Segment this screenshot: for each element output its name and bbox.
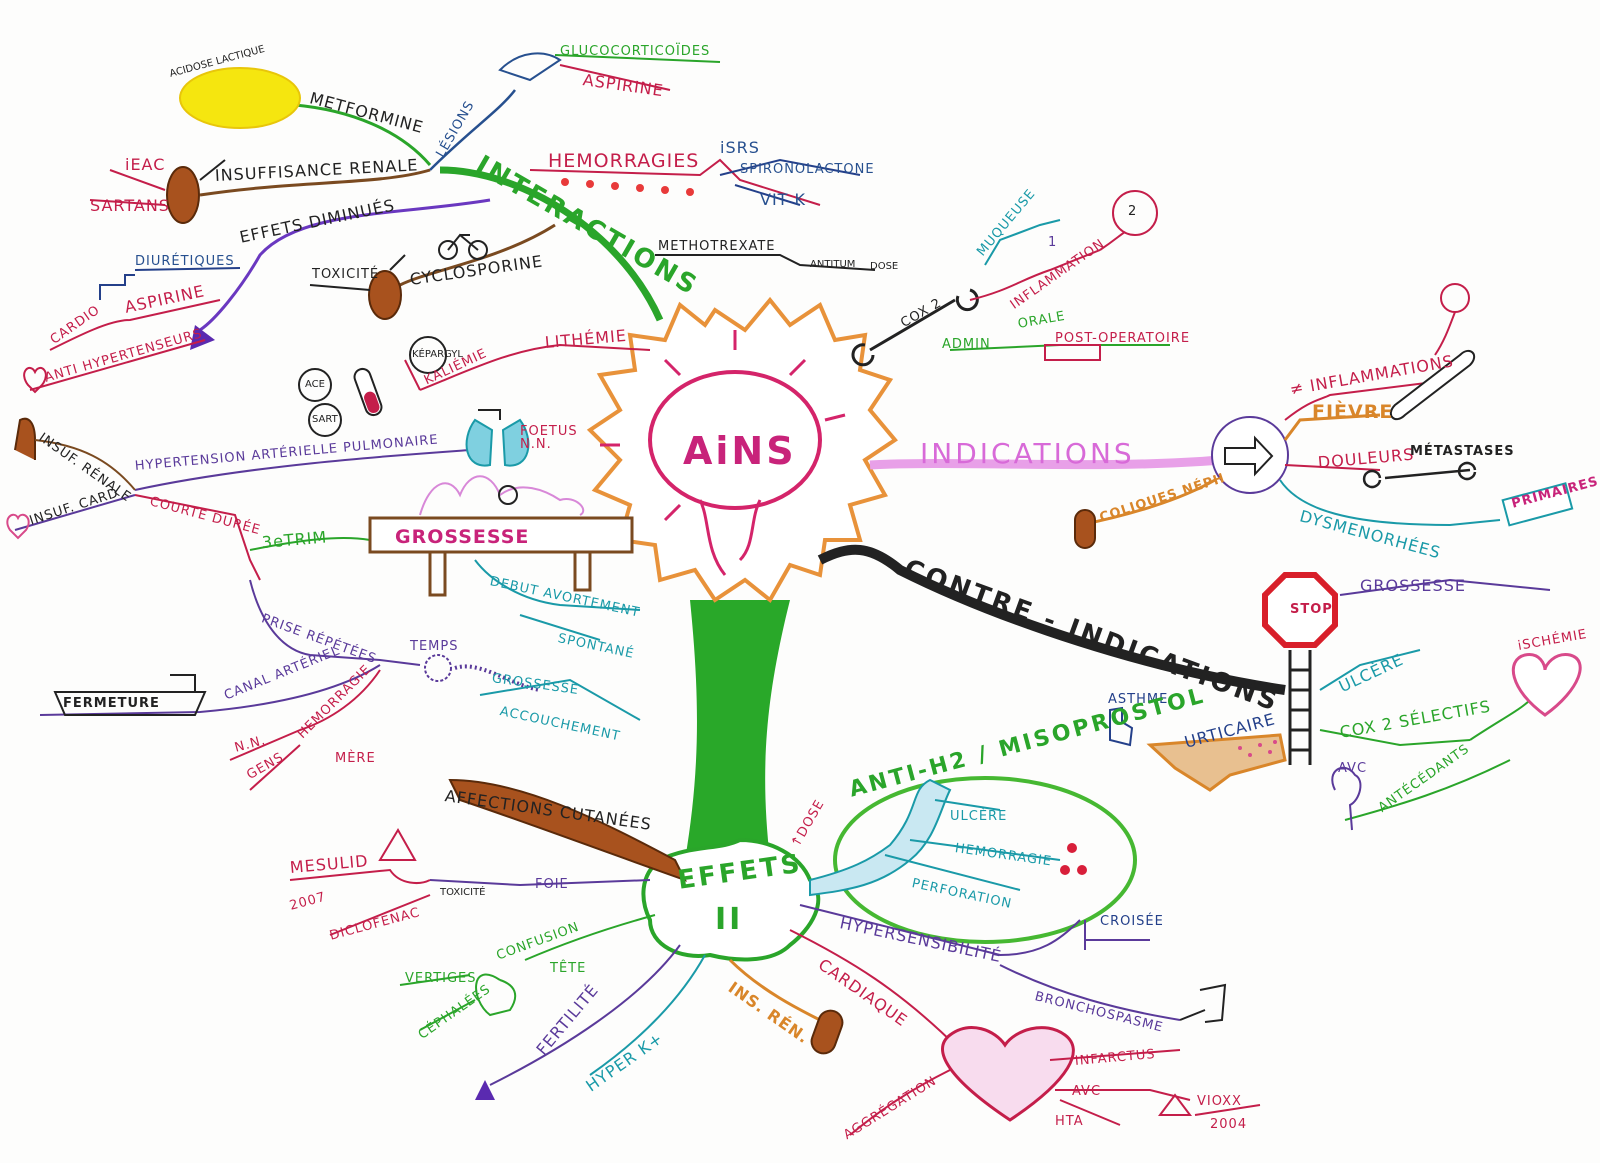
bicycle-icon (438, 233, 488, 260)
urticaire-arm (1146, 733, 1287, 792)
toxicite-label: TOXICITÉ (312, 267, 380, 282)
bulb-small-icon (1112, 190, 1158, 236)
kidney-icon-2 (368, 270, 402, 320)
big-heart-icon (941, 1026, 1075, 1122)
clock-icon (424, 654, 452, 682)
effets-numeral: II (715, 902, 744, 937)
stop-sign (1262, 572, 1338, 648)
kidney-icon-3 (14, 417, 36, 460)
branch-contre-indications (817, 544, 1286, 695)
sart-label: SART (312, 414, 338, 425)
fievre-label: FIÈVRE (1312, 401, 1394, 423)
face-icon (475, 973, 517, 1017)
kidney-pill (1074, 509, 1096, 549)
blood-drops (561, 178, 694, 196)
mere-label: MÈRE (335, 751, 376, 766)
branch-affections (448, 778, 688, 882)
bulb-outline (648, 370, 822, 510)
lemon-icon (179, 67, 301, 129)
ladder-icon (1288, 650, 1312, 765)
kepargyl-label: KÉPARGYL (412, 349, 463, 360)
fermeture-label: FERMETURE (63, 696, 160, 711)
admin-label: ADMIN (942, 337, 991, 352)
year-2004-label: 2004 (1210, 1117, 1248, 1132)
wrench-icon (851, 288, 979, 367)
antitum-label: ANTITUM (810, 259, 856, 270)
kidney-pill-2 (810, 1009, 844, 1055)
ci-grossesse-label: GROSSESSE (1360, 576, 1466, 595)
pregnancy-belly (419, 475, 585, 516)
bulb-filament (698, 499, 762, 576)
vioxx-label: VIOXX (1197, 1094, 1242, 1109)
keparyl-circle (409, 336, 447, 374)
ulcere-label: ULCÈRE (950, 809, 1008, 824)
stop-label: STOP (1290, 602, 1333, 617)
metastases-label: MÉTASTASES (1410, 444, 1515, 459)
center-title: AiNS (683, 429, 797, 473)
funnel-icon (498, 52, 562, 82)
spironolactone-label: SPIRONOLACTONE (740, 162, 875, 177)
inhaler-icon-2 (1179, 983, 1227, 1023)
brain-icon (1331, 766, 1362, 831)
temps-label: TEMPS (410, 639, 459, 654)
effets-blob (641, 837, 821, 962)
branch-indications (869, 455, 1221, 470)
post-operatoire-label: POST-OPERATOIRE (1055, 331, 1191, 346)
hta-label: HTA (1055, 1114, 1084, 1129)
tree-trunk (685, 600, 790, 860)
foie-label: FOIE (535, 877, 569, 892)
hemorragies-label: HEMORRAGIES (548, 150, 700, 172)
number-2: 2 (1128, 204, 1138, 219)
stomach-icon (809, 778, 952, 897)
vertiges-label: VERTIGES (405, 971, 477, 986)
diuretiques-label: DIURÉTIQUES (135, 254, 235, 269)
tete-label: TÊTE (550, 961, 587, 976)
branch-effets-diminues (199, 198, 491, 332)
sartans-label: SARTANS (90, 196, 170, 215)
bulb-rays (600, 330, 846, 522)
glucocorticoides-label: GLUCOCORTICOÏDES (560, 44, 711, 59)
rash-dots (1238, 740, 1277, 757)
primaires-tag (1501, 482, 1574, 527)
arrow-circle-icon (1211, 416, 1289, 494)
ace-label: ACE (305, 379, 325, 390)
toxicite-effets-label: TOXICITÉ (440, 887, 486, 898)
anti-h2-oval (833, 776, 1137, 944)
boat-icon (53, 674, 207, 716)
wrench-icon-2 (1362, 461, 1477, 489)
thermometer-icon (1389, 349, 1476, 421)
vitk-label: VIT K (760, 190, 807, 209)
methotrexate-label: METHOTREXATE (658, 239, 776, 254)
indications-title: INDICATIONS (920, 437, 1135, 470)
avc-label: AVC (1072, 1084, 1102, 1099)
number-1: 1 (1048, 235, 1058, 250)
sun-burst (586, 296, 898, 604)
heart-ischemie (1511, 653, 1582, 717)
isrs-label: iSRS (720, 138, 760, 157)
heart-small-icon (23, 366, 47, 394)
kidney-icon (166, 166, 200, 224)
foetus-label: FOETUS N.N. (520, 424, 578, 452)
asthme-label: ASTHME (1108, 692, 1169, 707)
lungs-icon (465, 418, 530, 467)
ieac-label: iEAC (125, 155, 166, 174)
bench-board (368, 516, 634, 554)
dose-label: DOSE (870, 261, 899, 272)
heart-small-icon-2 (6, 513, 30, 540)
branch-lesions (429, 89, 516, 171)
grossesse-title: GROSSESSE (395, 526, 530, 548)
branch-interactions (439, 166, 664, 322)
inhaler-icon (1109, 706, 1134, 747)
croisee-label: CROISÉE (1100, 914, 1164, 929)
ci-avc-label: AVC (1338, 761, 1368, 776)
